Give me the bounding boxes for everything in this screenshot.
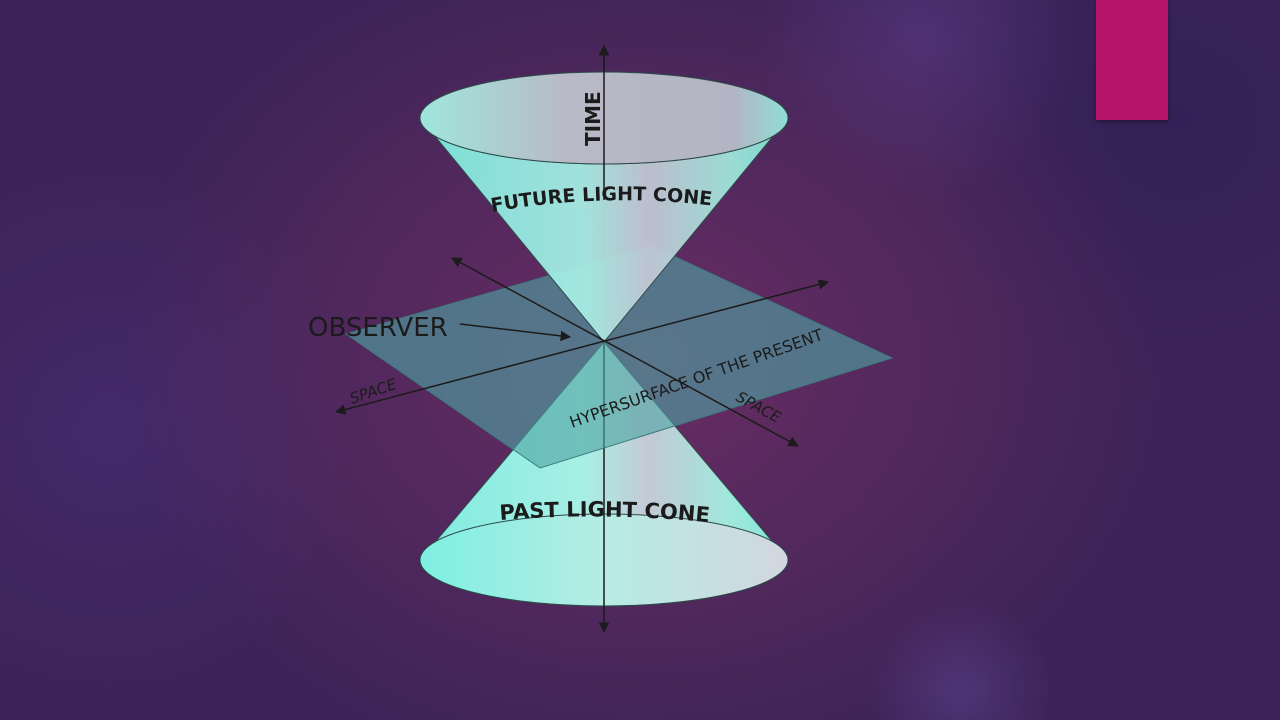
- observer-label: OBSERVER: [308, 313, 448, 343]
- observer-arrow: [459, 323, 572, 342]
- accent-bar: [1096, 0, 1168, 120]
- time-label: TIME: [581, 91, 605, 146]
- space-axis-2: [451, 257, 799, 447]
